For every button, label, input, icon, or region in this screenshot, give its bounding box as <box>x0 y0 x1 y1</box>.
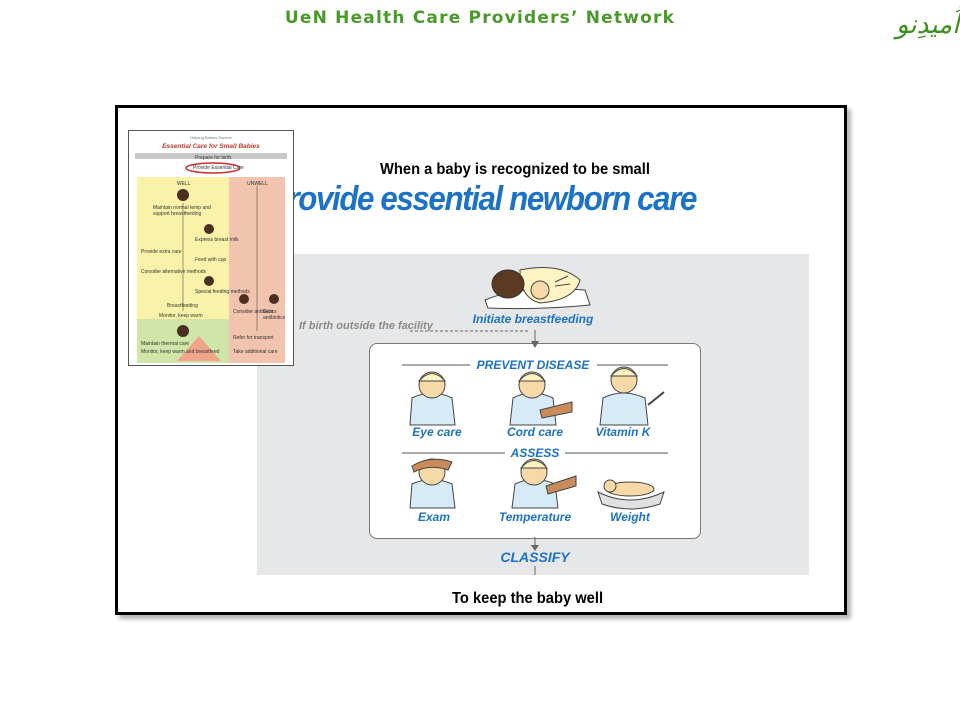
thumbnail-graphics <box>135 153 287 363</box>
thumb-step-9: Consider antibiotics <box>233 309 277 315</box>
thumb-step-10: Give antibiotics <box>263 309 286 321</box>
vitamin-k-label: Vitamin K <box>595 425 651 439</box>
thumb-icon-1 <box>177 189 189 201</box>
assess-heading: ASSESS <box>510 446 560 460</box>
initiate-breastfeeding-label: Initiate breastfeeding <box>472 312 594 326</box>
thumb-prepare: Prepare for birth <box>195 155 232 161</box>
thumb-step-11: Maintain thermal care <box>141 341 190 347</box>
thumb-icon-3 <box>204 276 214 286</box>
thumb-icon-4 <box>239 294 249 304</box>
slide-main-title: Provide essential newborn care <box>268 180 697 218</box>
slide-subtitle-bottom: To keep the baby well <box>452 590 604 607</box>
thumb-oval-label: Provide Essential Care <box>193 165 244 171</box>
thumb-step-7: Breastfeeding <box>167 303 198 309</box>
brand-logo: اُمیدِنو <box>896 10 960 40</box>
exam-label: Exam <box>417 510 451 524</box>
breastfeeding-illustration <box>484 267 591 310</box>
thumb-kicker: Helping Babies Survive <box>190 135 232 140</box>
thumb-step-5: Feed with cup <box>195 257 227 263</box>
thumb-step-12: Monitor, keep warm and breastfeed <box>141 349 220 355</box>
temperature-label: Temperature <box>498 510 572 524</box>
eye-care-illustration <box>409 371 456 426</box>
thumb-icon-5 <box>269 294 279 304</box>
temperature-illustration <box>511 458 577 509</box>
classify-label: CLASSIFY <box>500 549 570 565</box>
thumb-step-14: Take additional care <box>233 349 278 355</box>
arrow-head-initiate <box>531 341 539 348</box>
thumb-unwell: UNWELL <box>247 181 268 187</box>
vitamin-k-illustration <box>599 366 665 426</box>
thumb-header-band <box>135 153 287 159</box>
thumb-step-13: Refer for transport <box>233 335 274 341</box>
thumb-pyramid <box>177 336 221 361</box>
thumb-highlight-oval <box>185 162 241 174</box>
prevent-disease-heading: PREVENT DISEASE <box>476 358 590 372</box>
weight-label: Weight <box>610 510 650 524</box>
thumb-title: Essential Care for Small Babies <box>162 143 260 150</box>
thumb-icon-6 <box>177 325 189 337</box>
thumb-icon-2 <box>204 224 214 234</box>
thumb-step-6: Special feeding methods <box>195 289 250 295</box>
network-title: UeN Health Care Providers’ Network <box>284 8 676 28</box>
thumb-step-3: Provide extra care <box>141 249 182 255</box>
eye-care-label: Eye care <box>412 425 462 439</box>
cord-care-illustration <box>509 371 573 426</box>
slide-subtitle-top: When a baby is recognized to be small <box>380 161 650 178</box>
arrow-head-classify <box>531 545 539 551</box>
thumb-step-4: Consider alternative methods <box>141 269 207 275</box>
weight-illustration <box>597 479 665 510</box>
cord-care-label: Cord care <box>506 425 564 439</box>
thumb-step-1: Maintain normal temp and support breastf… <box>153 205 211 217</box>
exam-illustration <box>409 458 456 509</box>
thumb-well: WELL <box>177 181 191 187</box>
thumb-step-8: Monitor, keep warm <box>159 313 203 319</box>
birth-outside-label: If birth outside the facility <box>299 320 433 332</box>
action-plan-thumbnail: Helping Babies Survive Essential Care fo… <box>128 130 294 366</box>
thumb-step-2: Express breast milk <box>195 237 239 243</box>
